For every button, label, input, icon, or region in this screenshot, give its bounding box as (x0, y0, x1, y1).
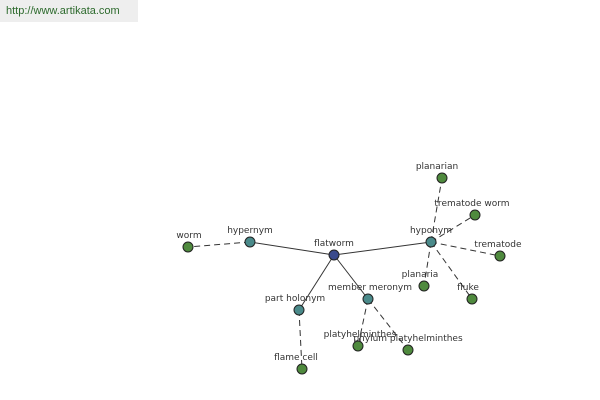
node-phylum-platyhelminthes[interactable] (402, 344, 414, 356)
node-label-trematode[interactable]: trematode (474, 240, 522, 250)
node-label-platyhelminthes[interactable]: platyhelminthes (324, 330, 397, 340)
source-url-link[interactable]: http://www.artikata.com (0, 0, 138, 22)
node-flatworm[interactable] (328, 249, 340, 261)
node-label-member-meronym[interactable]: member meronym (328, 283, 412, 293)
edge-member-meronym-to-platyhelminthes (357, 298, 369, 347)
node-label-trematode-worm[interactable]: trematode worm (434, 199, 509, 209)
node-trematode[interactable] (494, 250, 506, 262)
node-label-hyponym[interactable]: hyponym (410, 226, 452, 236)
node-label-planarian[interactable]: planarian (416, 162, 458, 172)
node-trematode-worm[interactable] (469, 209, 481, 221)
node-worm[interactable] (182, 241, 194, 253)
node-member-meronym[interactable] (362, 293, 374, 305)
edge-member-meronym-to-phylum-platyhelminthes (367, 298, 409, 351)
node-label-planaria[interactable]: planaria (402, 270, 439, 280)
node-label-flame-cell[interactable]: flame cell (274, 353, 318, 363)
node-fluke[interactable] (466, 293, 478, 305)
graph-nodes (182, 172, 506, 375)
edge-flatworm-to-part-holonym (298, 254, 335, 311)
node-label-flatworm[interactable]: flatworm (314, 239, 354, 249)
node-label-worm[interactable]: worm (176, 231, 201, 241)
graph-edges (187, 177, 501, 370)
edge-flatworm-to-hyponym (333, 241, 432, 256)
node-label-phylum-platyhelminthes[interactable]: phylum platyhelminthes (353, 334, 463, 344)
node-hyponym[interactable] (425, 236, 437, 248)
edge-hyponym-to-trematode-worm (430, 214, 476, 243)
node-part-holonym[interactable] (293, 304, 305, 316)
edge-hypernym-to-worm (187, 241, 251, 248)
node-label-hypernym[interactable]: hypernym (227, 226, 273, 236)
node-label-part-holonym[interactable]: part holonym (265, 294, 325, 304)
node-flame-cell[interactable] (296, 363, 308, 375)
edge-hyponym-to-fluke (430, 241, 473, 300)
graph-labels: flatworm hypernym hyponym part holonymmembe… (176, 162, 522, 363)
edge-hyponym-to-trematode (430, 241, 501, 257)
node-planarian[interactable] (436, 172, 448, 184)
node-hypernym[interactable] (244, 236, 256, 248)
node-platyhelminthes[interactable] (352, 340, 364, 352)
node-label-fluke[interactable]: fluke (457, 283, 479, 293)
node-planaria[interactable] (418, 280, 430, 292)
edge-flatworm-to-member-meronym (333, 254, 369, 300)
edge-hyponym-to-planarian (430, 177, 443, 243)
edge-flatworm-to-hypernym (249, 241, 335, 256)
edge-hyponym-to-planaria (423, 241, 432, 287)
